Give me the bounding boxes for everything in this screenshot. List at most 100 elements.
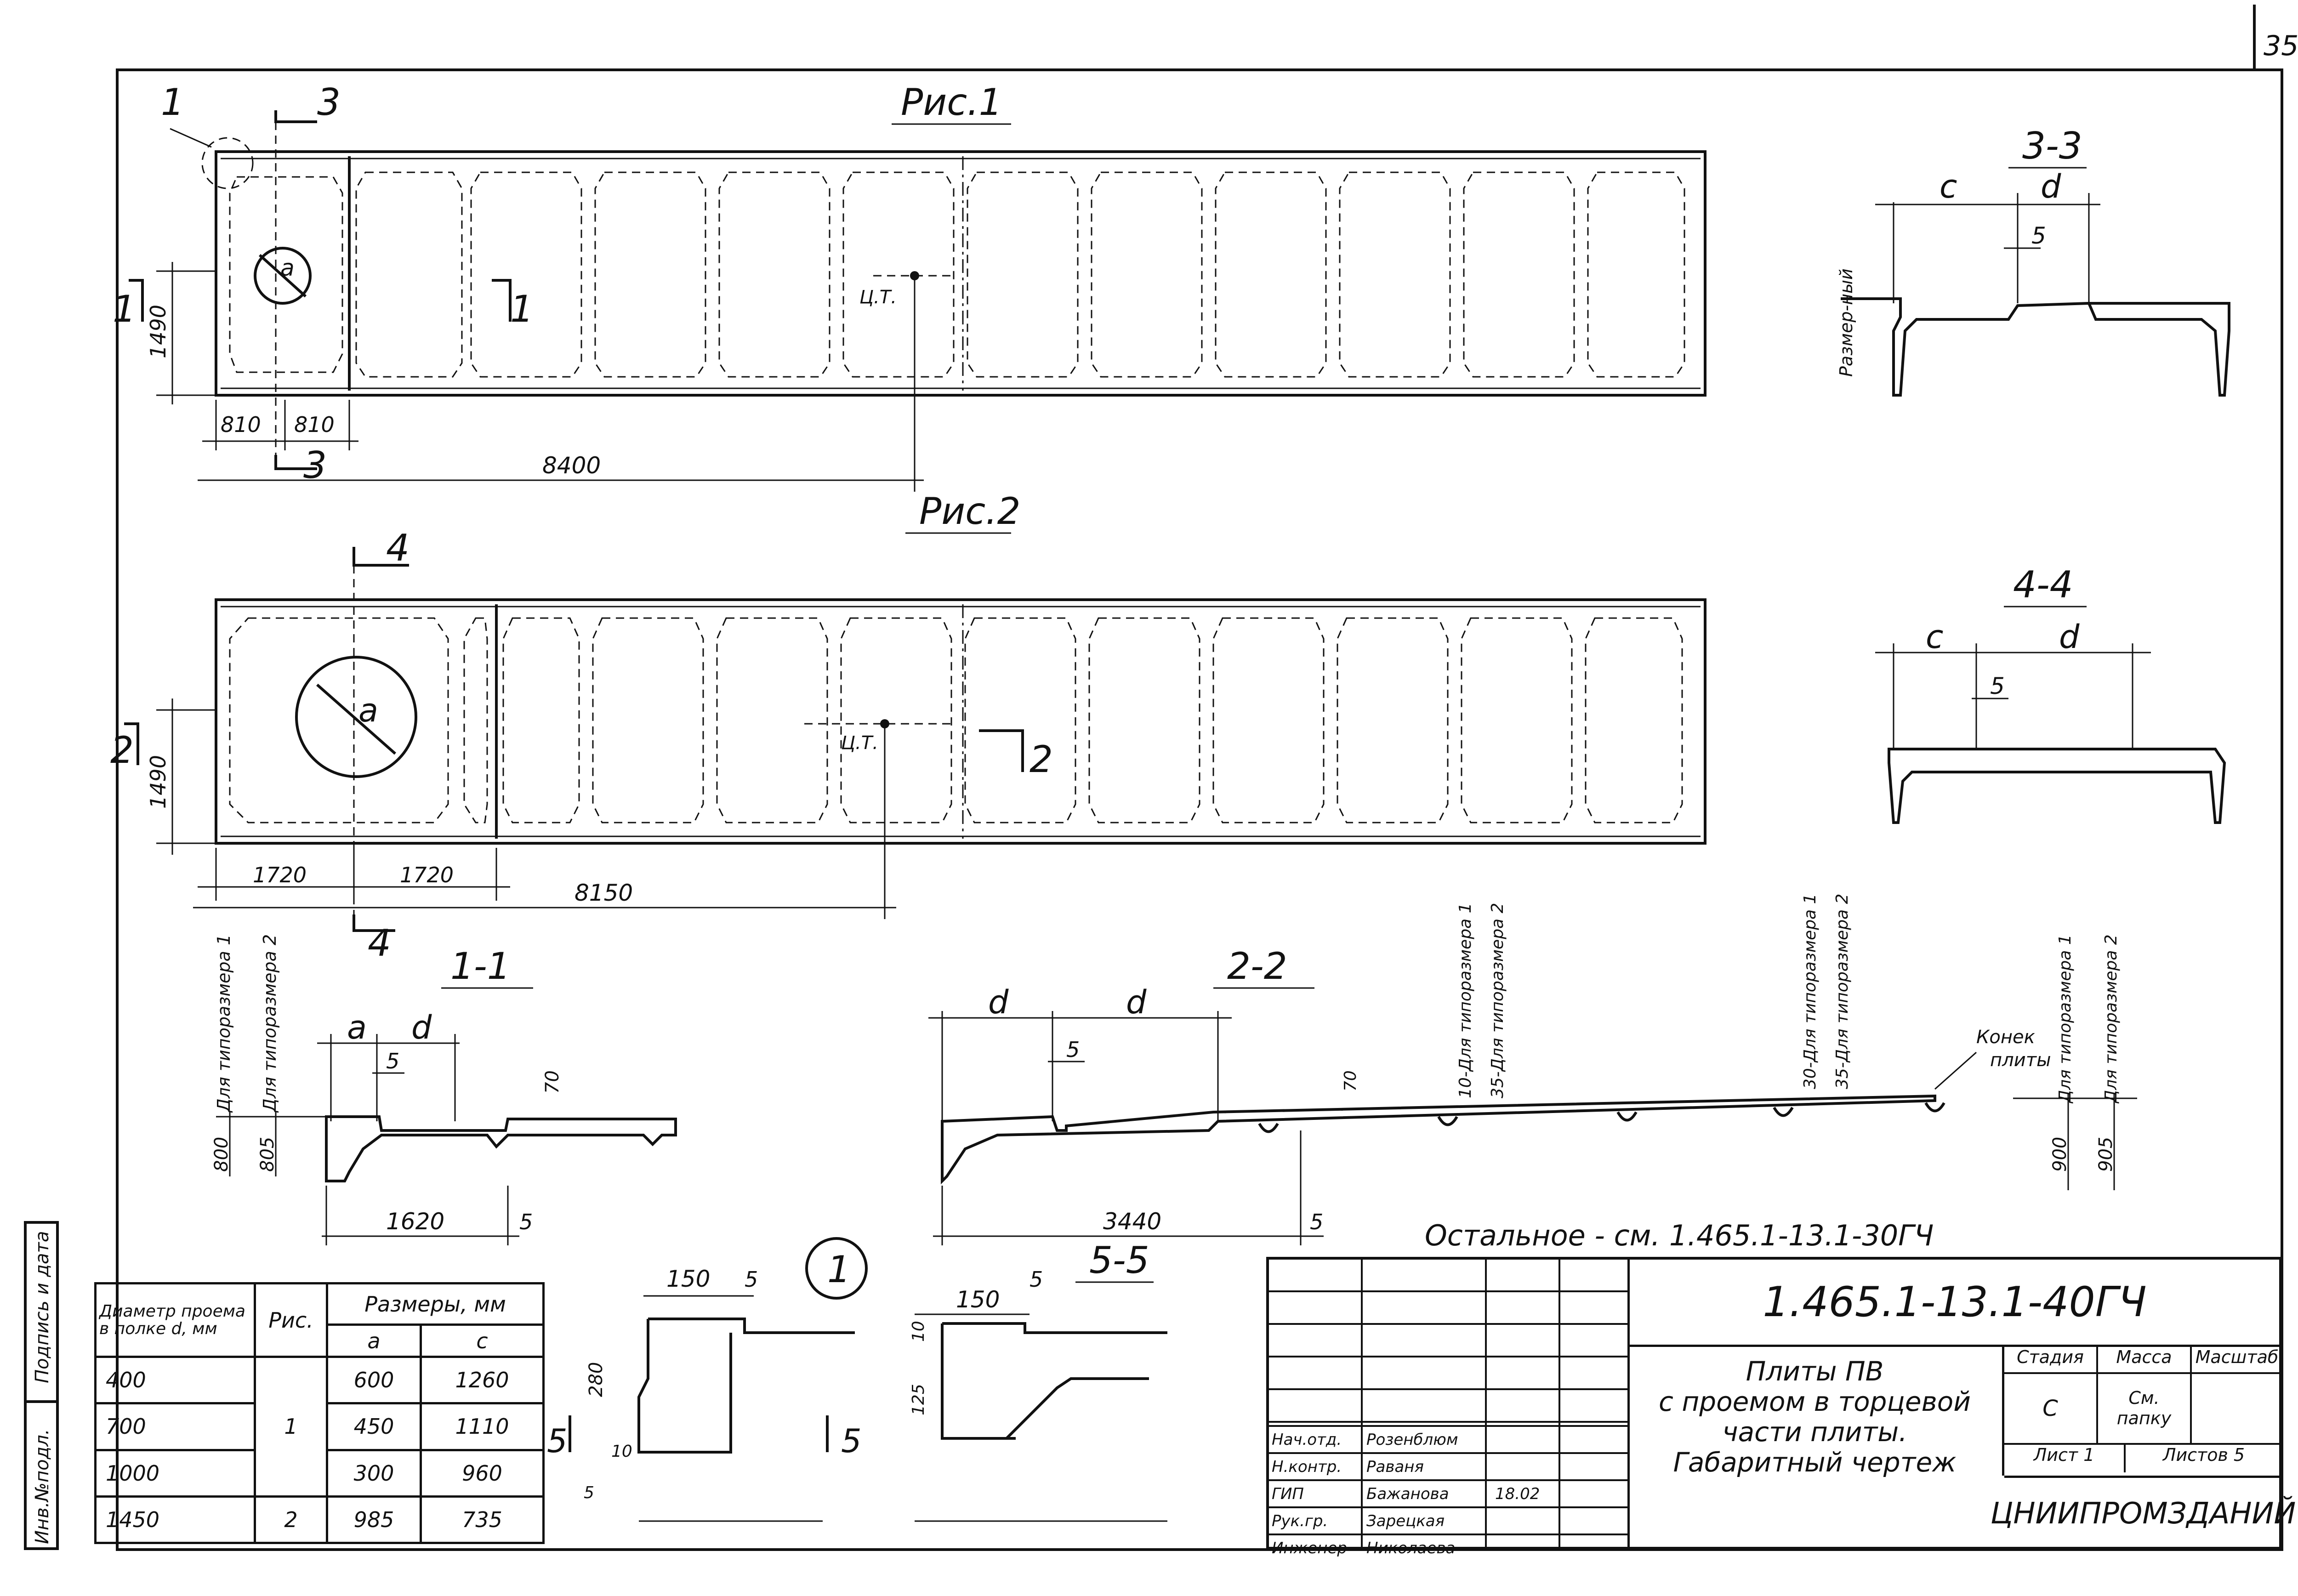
s22-ridge: Конек bbox=[1976, 1027, 2035, 1048]
detail1-ten: 10 bbox=[611, 1442, 632, 1461]
remark-note: Остальное - см. 1.465.1-13.1-30ГЧ bbox=[1425, 1219, 1934, 1252]
table-cell-a: 450 bbox=[326, 1402, 422, 1451]
detail1-five-b: 5 bbox=[584, 1483, 594, 1502]
stage-header: Стадия bbox=[2004, 1347, 2098, 1372]
fig1-cg-label: Ц.Т. bbox=[859, 287, 897, 308]
table-row: 700 450 1110 bbox=[94, 1402, 545, 1451]
fig2-opening bbox=[295, 656, 417, 778]
s22-note-b1: 30-Для типоразмера 1 bbox=[1801, 893, 1820, 1089]
fig1-dim-total: 8400 bbox=[542, 452, 601, 479]
s55-five: 5 bbox=[1030, 1267, 1043, 1292]
table-cell-d: 400 bbox=[94, 1355, 256, 1405]
signature-row: Инженер Николаева bbox=[1269, 1534, 1627, 1561]
mass-header: Масса bbox=[2098, 1347, 2192, 1372]
s11-profile bbox=[325, 1115, 677, 1182]
signature-name: Зарецкая bbox=[1366, 1511, 1445, 1530]
s22-h1: 900 bbox=[2049, 1137, 2070, 1172]
table-row: 1000 300 960 bbox=[94, 1448, 545, 1498]
s22-d2: d bbox=[1126, 983, 1147, 1021]
section-3-3: 3-3 c d 5 Размер-ный bbox=[1836, 125, 2230, 397]
fig2-section-mark-top: 4 bbox=[386, 527, 410, 569]
s22-d1: d bbox=[988, 983, 1009, 1021]
signature-role: Инженер bbox=[1272, 1539, 1347, 1557]
scale-header: Масштаб bbox=[2195, 1347, 2279, 1367]
s44-c: c bbox=[1926, 618, 1944, 656]
stage-grid: Стадия Масса Масштаб С См. папку Лист 1 … bbox=[2004, 1347, 2282, 1476]
fig2-dim-total: 8150 bbox=[574, 880, 633, 906]
detail1-mark-right: 5 bbox=[841, 1422, 862, 1460]
fig2-ribs bbox=[229, 617, 1683, 824]
stage-value: С bbox=[2004, 1374, 2098, 1443]
s22-ridge-2: плиты bbox=[1990, 1050, 2051, 1071]
table-cell-d: 1450 bbox=[94, 1495, 256, 1545]
signature-row: ГИП Бажанова 18.02 bbox=[1269, 1479, 1627, 1506]
fig1-ribs bbox=[229, 171, 1685, 378]
document-code: 1.465.1-13.1-40ГЧ bbox=[1627, 1260, 2282, 1347]
s55-title: 5-5 bbox=[1089, 1239, 1149, 1282]
s11-five-b: 5 bbox=[519, 1210, 533, 1234]
s22-profile bbox=[941, 1094, 1936, 1185]
fig1-label-left: 1 bbox=[113, 288, 136, 330]
signature-role: Н.контр. bbox=[1272, 1457, 1342, 1476]
signature-row: Нач.отд. Розенблюм bbox=[1269, 1425, 1627, 1452]
fig2-label-left: 2 bbox=[110, 729, 134, 772]
sheet-frame bbox=[116, 68, 2283, 1551]
signature-rows: Нач.отд. Розенблюм Н.контр. Раваня ГИП Б… bbox=[1269, 1425, 1627, 1561]
detail1-five: 5 bbox=[745, 1267, 758, 1292]
fig1-slab-outline bbox=[215, 150, 1706, 397]
mass-value: См. папку bbox=[2098, 1374, 2192, 1443]
detail1-w: 150 bbox=[666, 1266, 710, 1292]
fig2-caption: Рис.2 bbox=[919, 490, 1021, 533]
signature-date: 18.02 bbox=[1495, 1484, 1540, 1503]
signature-role: Рук.гр. bbox=[1272, 1511, 1328, 1530]
table-cell-a: 300 bbox=[326, 1448, 422, 1498]
fig2-label-right: 2 bbox=[1030, 738, 1053, 781]
title-line-2: с проемом в торцевой bbox=[1659, 1386, 1971, 1417]
title-line-3: части плиты. bbox=[1722, 1416, 1907, 1448]
signature-row: Рук.гр. Зарецкая bbox=[1269, 1506, 1627, 1534]
s11-note2: Для типоразмера 2 bbox=[260, 934, 280, 1113]
drawing-title: Плиты ПВ с проемом в торцевой части плит… bbox=[1627, 1347, 2004, 1478]
section-1-1: 1-1 Для типоразмера 1 Для типоразмера 2 … bbox=[211, 934, 677, 1245]
s11-h1: 800 bbox=[211, 1137, 232, 1172]
fig1-section-mark-top: 3 bbox=[317, 81, 341, 124]
signature-grid: Нач.отд. Розенблюм Н.контр. Раваня ГИП Б… bbox=[1269, 1260, 1630, 1557]
s44-title: 4-4 bbox=[2013, 563, 2073, 606]
table-cell-d: 1000 bbox=[94, 1448, 256, 1498]
fig1-label-center: 1 bbox=[510, 288, 534, 330]
s33-side: Размер-ный bbox=[1836, 268, 1856, 377]
fig2-dim-a: 1720 bbox=[253, 863, 307, 887]
s33-c: c bbox=[1940, 168, 1957, 205]
table-cell-a: 985 bbox=[326, 1495, 422, 1545]
detail1-title: 1 bbox=[827, 1248, 851, 1291]
side-stamp-sign: Подпись и дата bbox=[32, 1231, 53, 1383]
s22-len: 3440 bbox=[1103, 1208, 1161, 1235]
s11-note1: Для типоразмера 1 bbox=[214, 934, 234, 1113]
side-stamp: Подпись и дата Инв.№подл. bbox=[24, 1221, 59, 1550]
signature-row: Н.контр. Раваня bbox=[1269, 1452, 1627, 1479]
s33-profile bbox=[1841, 297, 2230, 397]
signature-role: ГИП bbox=[1272, 1484, 1304, 1503]
s11-d: d bbox=[411, 1009, 432, 1046]
s22-note-a2: 35-Для типоразмера 2 bbox=[1488, 903, 1507, 1098]
s22-seventy: 70 bbox=[1341, 1070, 1360, 1091]
section-2-2: 2-2 d d 5 70 10-Для типоразмера 1 35-Для… bbox=[928, 893, 2137, 1245]
s55-profile bbox=[941, 1322, 1167, 1440]
section-5-5: 5-5 150 5 10 125 bbox=[909, 1239, 1167, 1522]
signature-name: Розенблюм bbox=[1366, 1430, 1458, 1449]
title-line-4: Габаритный чертеж bbox=[1673, 1447, 1957, 1478]
table-header-diameter: Диаметр проема в полке d, мм bbox=[94, 1282, 256, 1358]
organization-name: ЦНИИПРОМЗДАНИЙ bbox=[1991, 1476, 2296, 1549]
section-4-4: 4-4 c d 5 bbox=[1875, 563, 2226, 824]
figure-1: Рис.1 a 1 3 bbox=[113, 81, 1706, 492]
s11-h2: 805 bbox=[257, 1137, 278, 1172]
s11-five: 5 bbox=[386, 1049, 399, 1073]
title-block: Нач.отд. Розенблюм Н.контр. Раваня ГИП Б… bbox=[1266, 1257, 2296, 1557]
table-header-fig: Рис. bbox=[254, 1282, 328, 1358]
s22-h2: 905 bbox=[2095, 1137, 2116, 1172]
detail1-profile bbox=[637, 1318, 855, 1454]
fig1-opening bbox=[254, 247, 312, 305]
table-cell-fig: 2 bbox=[254, 1495, 328, 1545]
figure-2: Рис.2 a 4 4 2 2 bbox=[110, 490, 1706, 965]
